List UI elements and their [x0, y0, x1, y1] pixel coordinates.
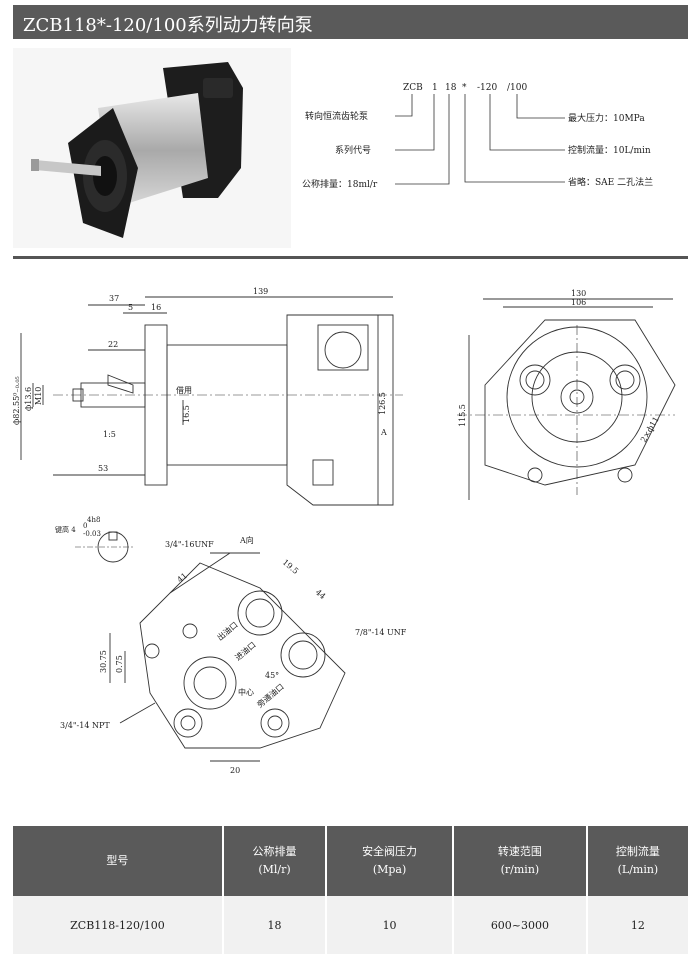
dim-16: 16 [151, 303, 161, 312]
dim-115-5: 115.5 [458, 404, 467, 427]
dim-37: 37 [109, 294, 119, 303]
code-part-flow: -120 [477, 83, 497, 93]
key-tol-upper: 0 [83, 522, 87, 530]
dim-2x-dia-11: 2×ф11 [639, 415, 661, 444]
port-3-4-16unf: 3/4"-16UNF [165, 540, 214, 549]
label-a-arrow: A [380, 428, 387, 437]
col-relief-pressure: 安全阀压力(Mpa) [326, 826, 455, 896]
table-header-row: 型号 公称排量(Ml/r) 安全阀压力(Mpa) 转速范围(r/min) 控制流… [13, 826, 688, 896]
label-control-flow: 控制流量：10L/min [568, 144, 651, 156]
label-center: 中心 [238, 687, 254, 697]
code-parts: ZCB 1 18 * -120 /100 [403, 83, 527, 93]
dim-130: 130 [571, 289, 586, 298]
label-bypass: 旁通油口 [255, 681, 286, 709]
label-borrowed: 借用 [176, 385, 192, 395]
spec-table: 型号 公称排量(Ml/r) 安全阀压力(Mpa) 转速范围(r/min) 控制流… [13, 826, 688, 966]
label-inlet: 进油口 [233, 639, 258, 662]
label-flange: 省略：SAE 二孔法兰 [568, 176, 653, 188]
dim-20: 20 [230, 766, 240, 775]
dim-m10: M10 [34, 387, 43, 405]
title-bar: ZCB118*-120/100系列动力转向泵 [13, 5, 688, 39]
key-section-drawing: 4h8 键高 4 0 -0.03 [55, 516, 135, 563]
page-title: ZCB118*-120/100系列动力转向泵 [23, 15, 313, 36]
code-part-prefix: ZCB [403, 83, 423, 93]
col-model: 型号 [13, 826, 224, 896]
port-7-8-14unf: 7/8"-14 UNF [355, 628, 407, 637]
table-footer-row [13, 954, 688, 966]
code-part-displacement: 18 [445, 83, 457, 93]
dim-30-75: 30.75 [99, 650, 108, 673]
product-photo [13, 48, 291, 248]
code-part-series: 1 [432, 83, 438, 93]
label-view-a: A向 [239, 535, 254, 545]
cell-model: ZCB118-120/100 [13, 896, 224, 954]
dim-22: 22 [108, 340, 118, 349]
code-part-flange: * [462, 83, 467, 93]
section-divider [13, 256, 688, 259]
col-speed-range: 转速范围(r/min) [453, 826, 588, 896]
end-view-drawing: 130 106 115.5 2×ф11 [457, 289, 676, 500]
col-displacement: 公称排量(Ml/r) [222, 826, 328, 896]
dim-44: 44 [314, 588, 328, 601]
dim-16-5: 16.5 [182, 405, 191, 423]
dim-106: 106 [571, 298, 586, 307]
key-tol-lower: -0.03 [83, 530, 101, 538]
dim-45deg: 45° [265, 671, 279, 680]
dim-0-75: 0.75 [115, 655, 124, 673]
cell-relief-pressure: 10 [326, 896, 455, 954]
dim-dia-13-6: ф13.6 [24, 387, 33, 411]
key-width: 4h8 [87, 516, 100, 524]
dim-53: 53 [98, 464, 108, 473]
cell-displacement: 18 [222, 896, 328, 954]
dim-dia-82-55: ф82.55⁰₋₀.₀₅ [13, 376, 21, 425]
view-a-drawing: 3/4"-16UNF A向 19.5 44 41 出油口 进油口 7/8"-14… [60, 535, 407, 775]
dim-19-5: 19.5 [281, 558, 300, 576]
dim-139: 139 [253, 287, 268, 296]
dim-taper: 1:5 [103, 430, 116, 439]
port-3-4-14npt: 3/4"-14 NPT [60, 721, 110, 730]
code-part-pressure: /100 [507, 83, 527, 93]
cell-control-flow: 12 [586, 896, 688, 954]
pump-image [31, 62, 243, 238]
label-outlet: 出油口 [215, 619, 240, 642]
dim-5: 5 [128, 303, 133, 312]
key-height: 键高 4 [55, 525, 76, 534]
label-displacement: 公称排量：18ml/r [302, 178, 378, 190]
label-max-pressure: 最大压力：10MPa [568, 112, 645, 124]
cell-speed-range: 600~3000 [453, 896, 588, 954]
model-code-diagram: ZCB 1 18 * -120 /100 转向恒流齿轮泵 系列代号 公称排量：1… [300, 78, 688, 198]
label-series: 系列代号 [335, 144, 371, 156]
dim-41: 41 [176, 571, 190, 584]
table-row: ZCB118-120/100 18 10 600~3000 12 [13, 896, 688, 954]
col-control-flow: 控制流量(L/min) [586, 826, 688, 896]
front-view-drawing: 37 139 5 16 22 53 126.5 16.5 ф82.55⁰₋₀.₀… [13, 287, 403, 506]
label-pump-type: 转向恒流齿轮泵 [305, 110, 368, 122]
dim-126-5: 126.5 [378, 392, 387, 415]
